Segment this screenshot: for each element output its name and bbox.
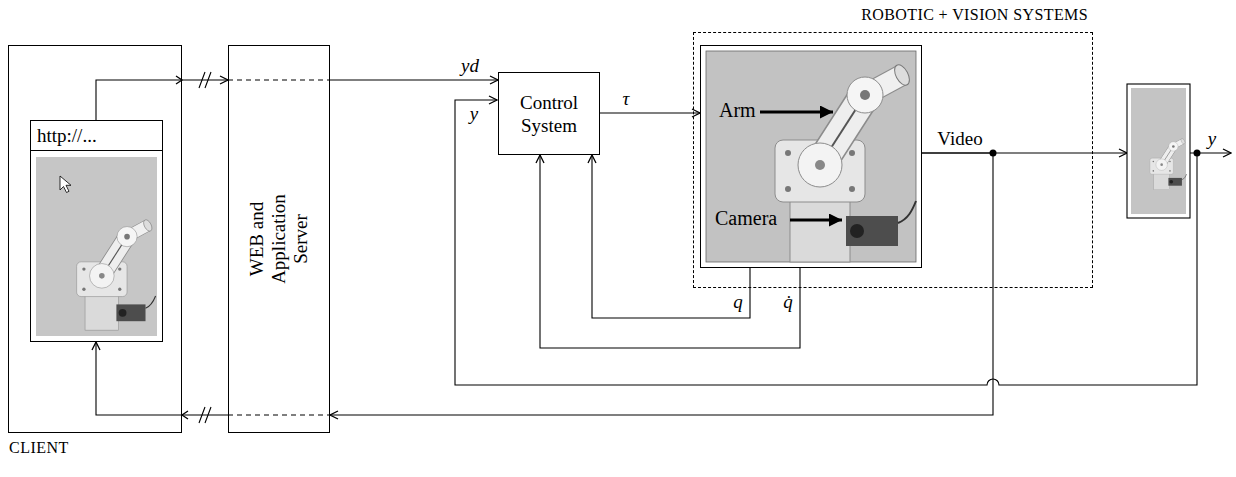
dashed-pass	[228, 79, 330, 80]
part-name: Arm	[719, 99, 756, 122]
edge-label-holder: q̇	[781, 292, 795, 312]
label-holder: y	[468, 104, 480, 124]
signal-name: Video	[935, 129, 984, 149]
signal-connector	[600, 112, 700, 113]
vision-display	[1127, 84, 1190, 218]
control-title-holder: Control System	[499, 73, 599, 154]
mouse-pointer	[60, 176, 71, 193]
signal-connector	[592, 155, 750, 318]
signal-name: y	[1206, 129, 1218, 149]
client-panel: CLIENThttp://...	[8, 45, 182, 433]
part-name-holder: Camera	[715, 207, 777, 230]
display-ground	[1131, 88, 1186, 214]
display-robot	[1150, 138, 1187, 190]
control-box: Control System	[498, 72, 600, 155]
url-bar: http://...	[37, 125, 97, 147]
signal-connector	[96, 342, 228, 415]
server-title: WEB and Application Server	[246, 194, 312, 284]
signal-connector	[330, 79, 498, 80]
signal-connector	[330, 153, 993, 415]
signal-name: q	[731, 292, 745, 312]
signal-name: τ	[621, 89, 632, 109]
screenshot-ground	[36, 157, 157, 336]
screenshot-robot	[77, 218, 156, 330]
signal-name: q̇	[781, 292, 795, 312]
signal-connector	[540, 155, 800, 348]
signal-name: y	[468, 104, 480, 124]
system-boundary: ROBOTIC + VISION SYSTEMSArmCamera	[693, 32, 1093, 288]
control-title: Control System	[505, 91, 593, 137]
edge-label-holder: yd	[459, 56, 481, 76]
group-heading-holder: ROBOTIC + VISION SYSTEMS	[861, 6, 1088, 24]
pointer-arrow	[790, 219, 842, 222]
signal-connector	[96, 80, 228, 120]
server-box: WEB and Application Server	[228, 45, 330, 433]
part-name: Camera	[715, 207, 777, 230]
signal-name: yd	[459, 56, 481, 76]
edge-label-holder: τ	[621, 89, 632, 109]
panel-heading-holder: CLIENT	[9, 439, 69, 457]
photo-robot	[775, 62, 916, 262]
browser-window: http://...	[30, 120, 163, 342]
group-heading: ROBOTIC + VISION SYSTEMS	[861, 6, 1088, 24]
robot-photo: ArmCamera	[700, 45, 922, 268]
label-holder: y	[1206, 129, 1218, 149]
server-title-holder: WEB and Application Server	[229, 46, 329, 432]
label-holder: Video	[935, 129, 984, 149]
dashed-pass	[228, 414, 330, 415]
pointer-arrow	[760, 111, 833, 114]
edge-label-holder: q	[731, 292, 745, 312]
part-name-holder: Arm	[719, 99, 756, 122]
panel-heading: CLIENT	[9, 439, 69, 457]
url-bar-holder: http://...	[31, 121, 162, 151]
photo-ground	[706, 51, 916, 262]
